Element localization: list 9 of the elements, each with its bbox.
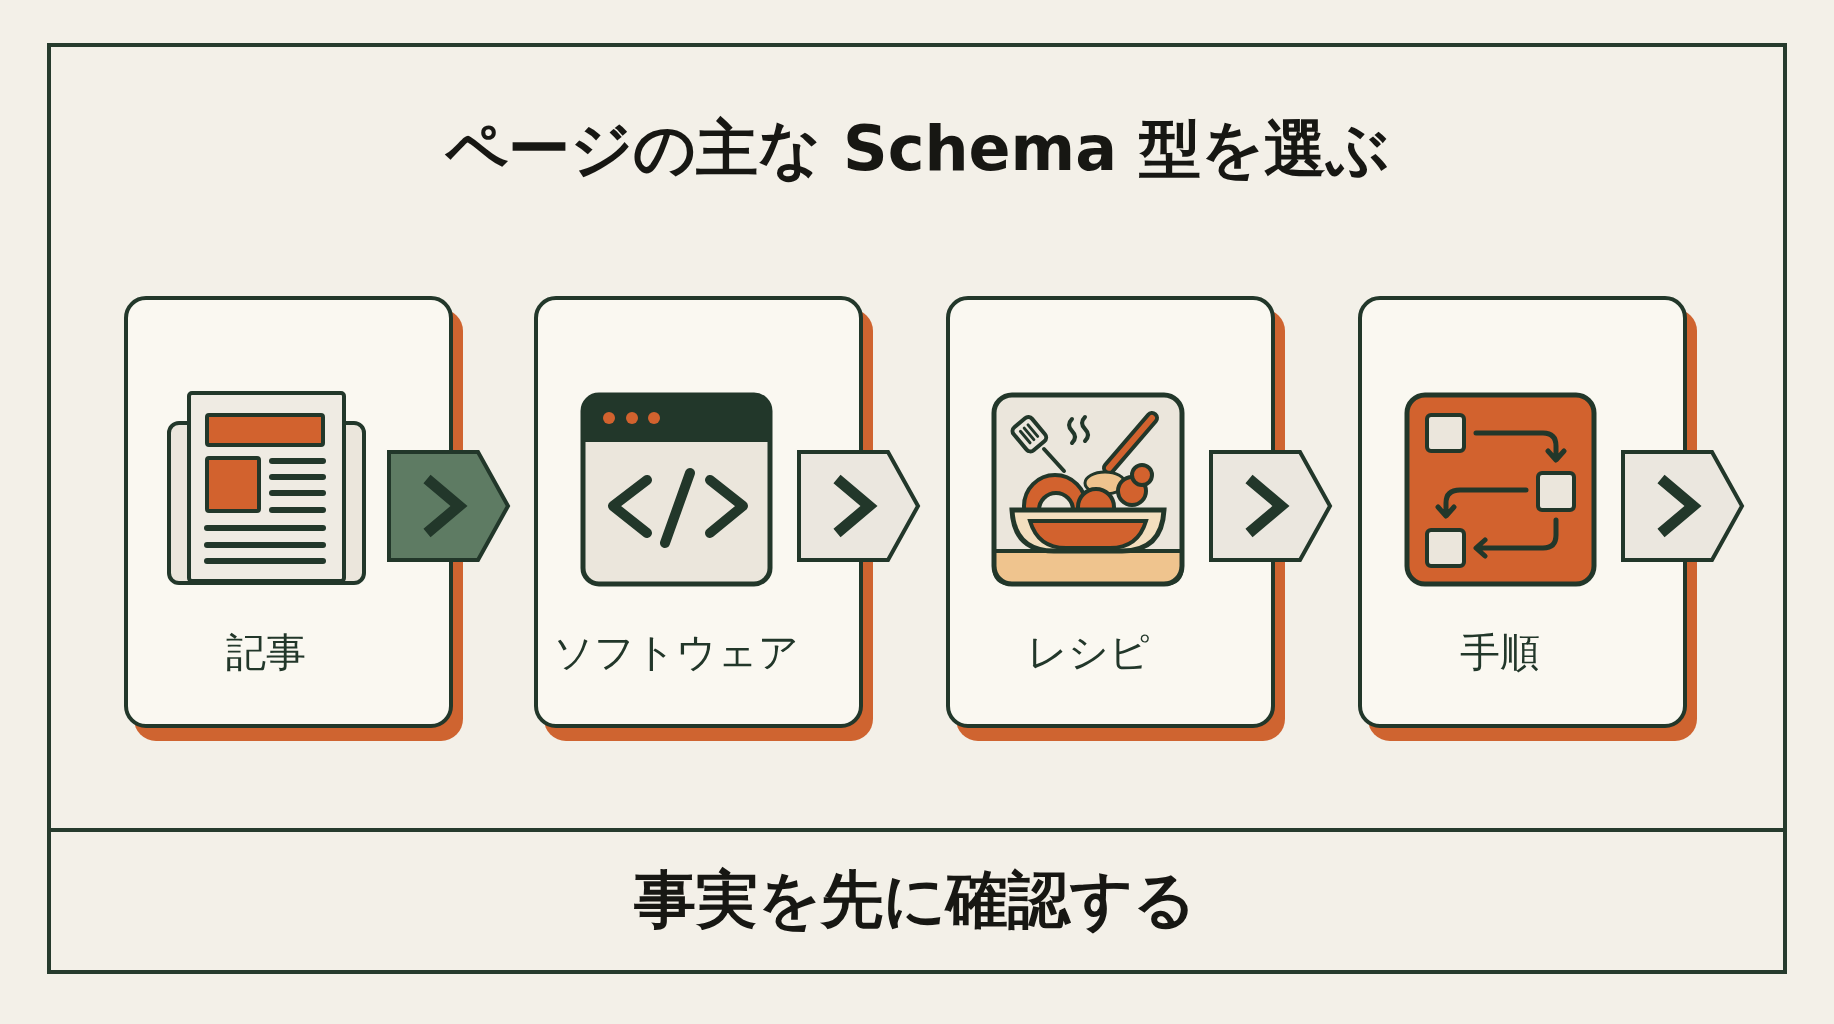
card-label: 記事	[226, 629, 306, 675]
card-label: ソフトウェア	[553, 629, 799, 675]
arrow-block	[1209, 450, 1333, 562]
arrow-block	[797, 450, 921, 562]
heading: ページの主な Schema 型を選ぶ	[445, 113, 1389, 185]
arrow-block	[1621, 450, 1745, 562]
card-label: 手順	[1460, 629, 1540, 675]
card-label: レシピ	[1026, 629, 1150, 675]
footer-text: 事実を先に確認する	[634, 864, 1196, 936]
